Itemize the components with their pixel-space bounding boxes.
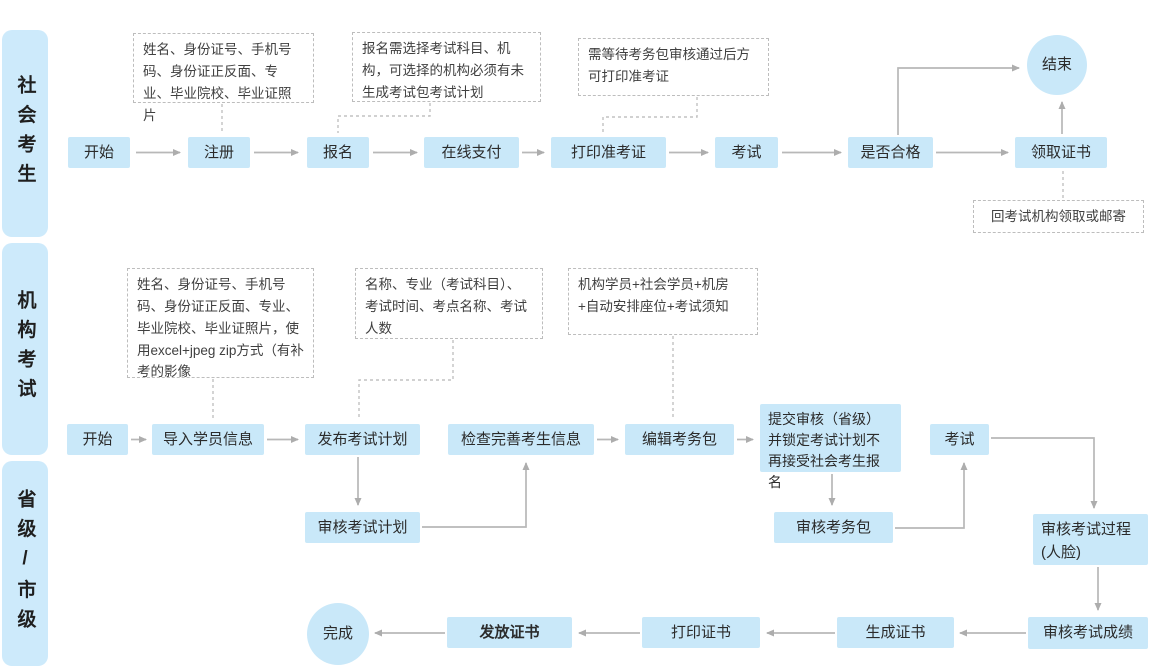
node-print-certificate: 打印证书 bbox=[642, 617, 760, 648]
lane-label-social-candidates: 社会考生 bbox=[2, 30, 48, 237]
note-print-requirements: 需等待考务包审核通过后方可打印准考证 bbox=[578, 38, 769, 96]
node-check-candidate-info: 检查完善考生信息 bbox=[448, 424, 594, 455]
node-review-exam-scores: 审核考试成绩 bbox=[1028, 617, 1148, 649]
note-signup-requirements: 报名需选择考试科目、机构，可选择的机构必须有未生成考试包考试计划 bbox=[352, 32, 541, 102]
note-package-contents: 机构学员+社会学员+机房+自动安排座位+考试须知 bbox=[568, 268, 758, 335]
node-pass-or-fail: 是否合格 bbox=[848, 137, 933, 168]
node-generate-certificate: 生成证书 bbox=[837, 617, 954, 648]
node-submit-review-lock-plan: 提交审核（省级）并锁定考试计划不再接受社会考生报名 bbox=[760, 404, 901, 490]
node-issue-certificate: 发放证书 bbox=[447, 617, 572, 648]
node-end-circle: 结束 bbox=[1027, 35, 1087, 95]
node-done-circle: 完成 bbox=[307, 603, 369, 665]
node-receive-certificate: 领取证书 bbox=[1015, 137, 1107, 168]
node-start-institution: 开始 bbox=[67, 424, 128, 455]
note-certificate-pickup: 回考试机构领取或邮寄 bbox=[973, 200, 1144, 233]
node-online-payment: 在线支付 bbox=[424, 137, 519, 168]
note-plan-contents: 名称、专业（考试科目）、考试时间、考点名称、考试人数 bbox=[355, 268, 543, 339]
note-import-required-info: 姓名、身份证号、手机号码、身份证正反面、专业、毕业院校、毕业证照片，使用exce… bbox=[127, 268, 314, 379]
node-print-admission-ticket: 打印准考证 bbox=[551, 137, 666, 168]
node-start-social: 开始 bbox=[68, 137, 130, 168]
lane-label-provincial-municipal: 省级/市级 bbox=[2, 461, 48, 666]
node-import-student-info: 导入学员信息 bbox=[152, 424, 264, 455]
node-review-exam-plan: 审核考试计划 bbox=[305, 512, 420, 543]
note-register-required-info: 姓名、身份证号、手机号码、身份证正反面、专业、毕业院校、毕业证照片 bbox=[133, 33, 314, 123]
lane-label-institution-exam: 机构考试 bbox=[2, 243, 48, 455]
node-review-exam-package: 审核考务包 bbox=[774, 512, 893, 543]
node-review-exam-process-face: 审核考试过程 (人脸) bbox=[1033, 514, 1148, 565]
node-signup: 报名 bbox=[307, 137, 369, 168]
node-publish-exam-plan: 发布考试计划 bbox=[305, 424, 420, 455]
node-register: 注册 bbox=[188, 137, 250, 168]
node-edit-exam-package: 编辑考务包 bbox=[625, 424, 734, 455]
node-exam-institution: 考试 bbox=[930, 424, 989, 455]
node-exam-social: 考试 bbox=[715, 137, 778, 168]
